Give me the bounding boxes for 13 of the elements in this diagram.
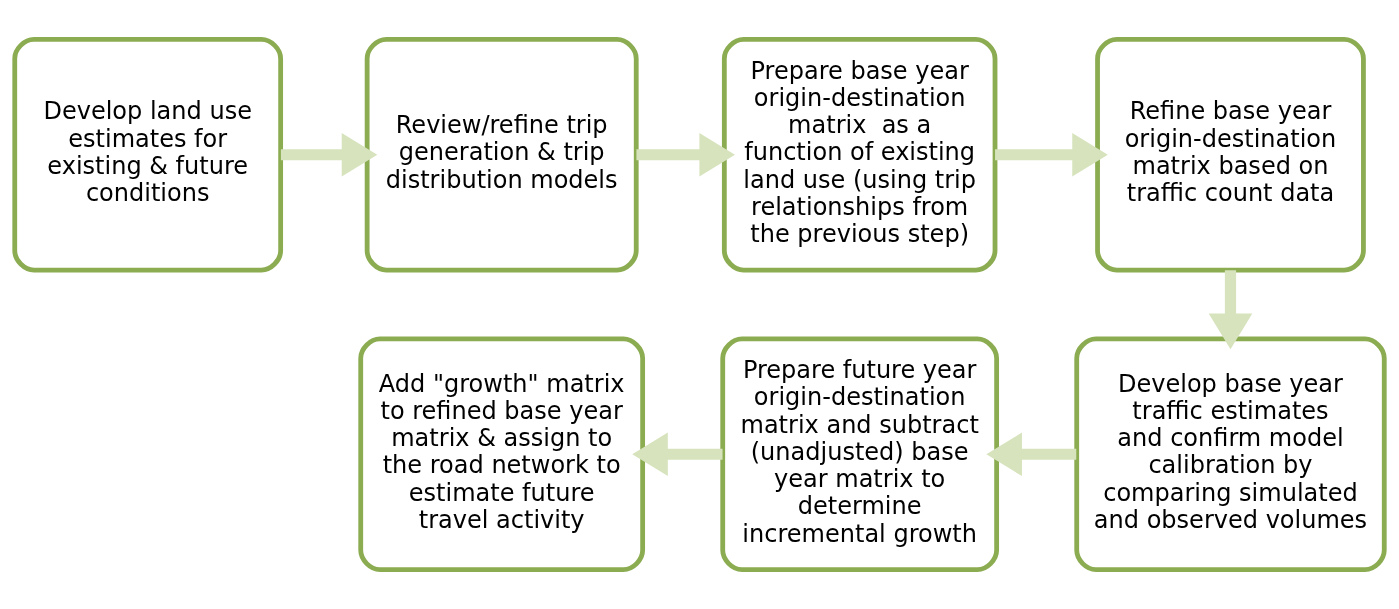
node-box: Add "growth" matrix to refined base year matrix & assign to the road network to estimate future travel activity (358, 336, 646, 572)
node-box: Refine base year origin-destination matrix based on traffic count data (1095, 37, 1366, 273)
node-box: Develop base year traffic estimates and confirm model calibration by comparing simulated and observed volumes (1074, 336, 1387, 572)
arrow (636, 132, 735, 177)
node-box: Review/refine trip generation & trip distribution models (364, 37, 639, 273)
node-box: Develop land use estimates for existing & future conditions (12, 37, 284, 273)
arrow (1208, 270, 1253, 350)
node-box: Prepare future year origin-destination matrix and subtract (unadjusted) base year matrix to determine incremental growth (720, 336, 1000, 572)
arrow (632, 432, 723, 477)
arrow (280, 132, 378, 177)
arrow (986, 432, 1077, 477)
node-box: Prepare base year origin-destination matrix as a function of existing land use (using trip relationships from the previous step) (721, 37, 998, 273)
arrow (995, 132, 1108, 177)
